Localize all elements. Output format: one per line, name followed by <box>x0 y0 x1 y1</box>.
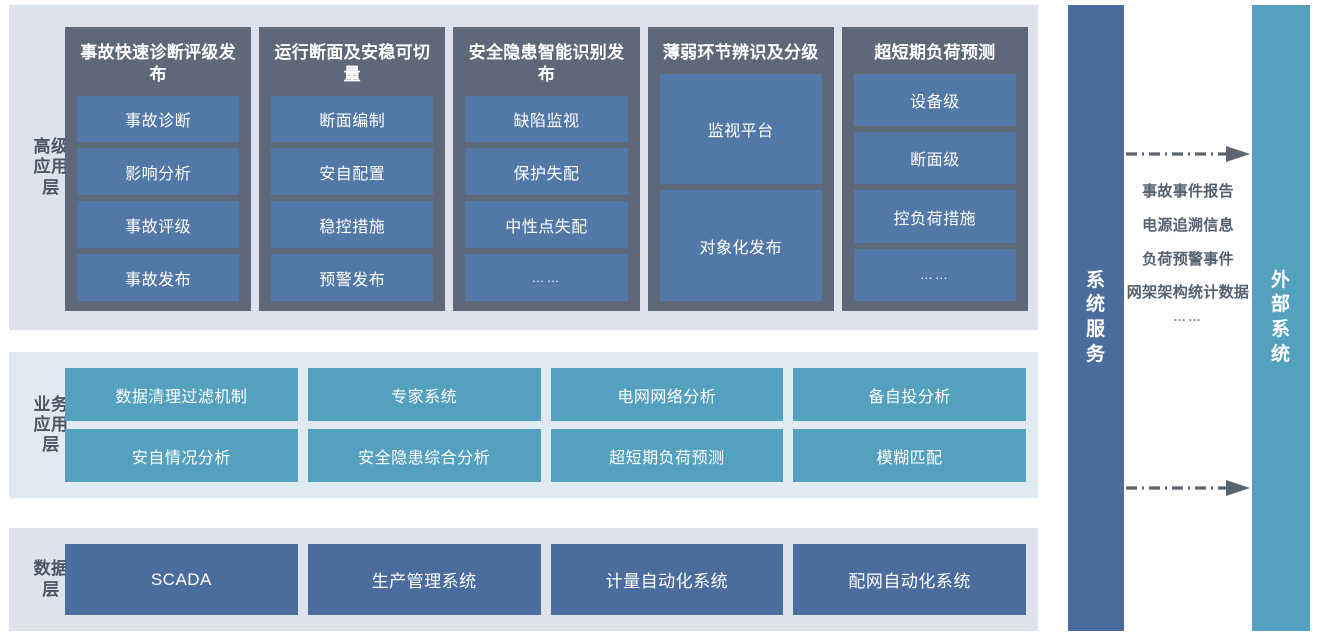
system-service-bar[interactable]: 系统服务 <box>1068 5 1124 631</box>
advanced-item-ellipsis[interactable]: …… <box>465 254 628 301</box>
arrow-to-external-top-icon <box>1126 146 1250 162</box>
advanced-column-operating-section[interactable]: 运行断面及安稳可切量 断面编制 安自配置 稳控措施 预警发布 <box>259 27 446 311</box>
advanced-column-title: 运行断面及安稳可切量 <box>274 43 431 84</box>
advanced-column-title: 超短期负荷预测 <box>874 43 996 62</box>
advanced-column-title: 事故快速诊断评级发布 <box>80 43 236 84</box>
advanced-item[interactable]: 监视平台 <box>659 73 822 185</box>
advanced-column-accident-diagnosis[interactable]: 事故快速诊断评级发布 事故诊断 影响分析 事故评级 事故发布 <box>65 27 252 311</box>
business-item[interactable]: 安全隐患综合分析 <box>307 429 541 482</box>
advanced-layer-columns: 事故快速诊断评级发布 事故诊断 影响分析 事故评级 事故发布 运行断面及安稳可切… <box>65 27 1029 311</box>
business-application-layer-label: 业务应用层 <box>33 394 69 455</box>
advanced-column-weak-link[interactable]: 薄弱环节辨识及分级 监视平台 对象化发布 <box>647 27 834 311</box>
flow-label-ellipsis: …… <box>1173 309 1203 324</box>
advanced-item[interactable]: 保护失配 <box>465 148 628 196</box>
advanced-item[interactable]: 预警发布 <box>271 254 434 301</box>
business-layer-items: 数据清理过滤机制 专家系统 电网网络分析 备自投分析 安自情况分析 安全隐患综合… <box>65 368 1026 482</box>
advanced-column-items: 事故诊断 影响分析 事故评级 事故发布 <box>77 95 240 301</box>
business-item[interactable]: 备自投分析 <box>793 368 1026 421</box>
advanced-application-layer-label: 高级应用层 <box>33 137 69 197</box>
business-item[interactable]: 模糊匹配 <box>793 429 1026 482</box>
flow-label: 负荷预警事件 <box>1142 250 1234 268</box>
advanced-item[interactable]: 对象化发布 <box>659 190 822 301</box>
advanced-item[interactable]: 控负荷措施 <box>853 190 1017 243</box>
advanced-item[interactable]: 断面编制 <box>271 95 434 143</box>
flow-label: 网架架构统计数据 <box>1126 284 1250 302</box>
advanced-column-safety-hazard[interactable]: 安全隐患智能识别发布 缺陷监视 保护失配 中性点失配 …… <box>453 27 640 311</box>
flow-label: 事故事件报告 <box>1142 183 1234 200</box>
business-item[interactable]: 超短期负荷预测 <box>550 429 784 482</box>
data-layer-items: SCADA 生产管理系统 计量自动化系统 配网自动化系统 <box>65 544 1026 615</box>
advanced-item[interactable]: 事故评级 <box>77 201 240 249</box>
flow-zone: 事故事件报告 电源追溯信息 负荷预警事件 网架架构统计数据 …… <box>1124 5 1252 631</box>
data-item[interactable]: 生产管理系统 <box>307 544 541 615</box>
advanced-item[interactable]: 断面级 <box>853 132 1017 185</box>
advanced-column-items: 监视平台 对象化发布 <box>659 73 822 301</box>
advanced-item[interactable]: 影响分析 <box>77 148 240 196</box>
system-service-label: 系统服务 <box>1085 269 1106 365</box>
advanced-column-items: 设备级 断面级 控负荷措施 …… <box>853 73 1017 301</box>
advanced-item-ellipsis[interactable]: …… <box>853 248 1017 301</box>
business-item[interactable]: 安自情况分析 <box>65 429 298 482</box>
flow-label-list: 事故事件报告 电源追溯信息 负荷预警事件 网架架构统计数据 …… <box>1124 183 1252 324</box>
advanced-item[interactable]: 事故诊断 <box>77 95 240 143</box>
flow-label: 电源追溯信息 <box>1142 216 1234 234</box>
advanced-item[interactable]: 缺陷监视 <box>465 95 628 143</box>
business-application-layer-panel: 业务应用层 数据清理过滤机制 专家系统 电网网络分析 备自投分析 安自情况分析 … <box>9 352 1038 498</box>
external-system-label: 外部系统 <box>1270 269 1291 365</box>
arrow-to-external-bottom-icon <box>1126 480 1250 496</box>
advanced-item[interactable]: 稳控措施 <box>271 201 434 249</box>
advanced-application-layer-panel: 高级应用层 事故快速诊断评级发布 事故诊断 影响分析 事故评级 事故发布 运行断… <box>9 5 1038 330</box>
data-layer-panel: 数据层 SCADA 生产管理系统 计量自动化系统 配网自动化系统 <box>9 528 1038 631</box>
advanced-column-title: 安全隐患智能识别发布 <box>468 43 625 84</box>
advanced-column-items: 断面编制 安自配置 稳控措施 预警发布 <box>271 95 434 301</box>
business-item[interactable]: 数据清理过滤机制 <box>65 368 298 421</box>
advanced-column-ultra-short-term-load[interactable]: 超短期负荷预测 设备级 断面级 控负荷措施 …… <box>841 27 1029 311</box>
advanced-item[interactable]: 设备级 <box>853 73 1017 127</box>
data-item[interactable]: SCADA <box>65 544 298 615</box>
external-system-bar[interactable]: 外部系统 <box>1252 5 1310 631</box>
advanced-column-items: 缺陷监视 保护失配 中性点失配 …… <box>465 95 628 301</box>
advanced-item[interactable]: 中性点失配 <box>465 201 628 249</box>
advanced-item[interactable]: 安自配置 <box>271 148 434 196</box>
business-item[interactable]: 电网网络分析 <box>550 368 784 421</box>
business-item[interactable]: 专家系统 <box>307 368 541 421</box>
data-item[interactable]: 计量自动化系统 <box>550 544 784 615</box>
advanced-item[interactable]: 事故发布 <box>77 254 240 301</box>
data-item[interactable]: 配网自动化系统 <box>793 544 1026 615</box>
data-layer-label: 数据层 <box>33 559 69 599</box>
advanced-column-title: 薄弱环节辨识及分级 <box>662 43 819 62</box>
